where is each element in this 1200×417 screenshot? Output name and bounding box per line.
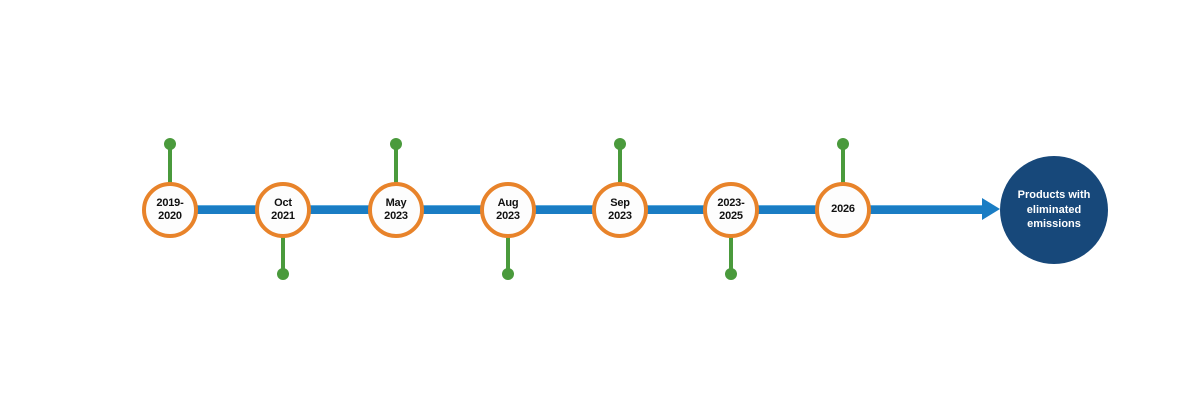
milestone-node-6[interactable]: 2023- 2025: [703, 182, 759, 238]
outcome-bubble[interactable]: Products with eliminated emissions: [1000, 156, 1108, 264]
pin-stem-icon: [168, 144, 172, 208]
milestone-marker-icon: [613, 138, 627, 208]
timeline-connector-line: [168, 205, 992, 214]
pin-stem-icon: [841, 144, 845, 208]
milestone-label: 2026: [831, 203, 855, 216]
milestone-label: 2019- 2020: [156, 196, 184, 222]
pin-stem-icon: [729, 210, 733, 274]
milestone-node-4[interactable]: Aug 2023: [480, 182, 536, 238]
milestone-label: Oct 2021: [271, 196, 295, 222]
pin-stem-icon: [394, 144, 398, 208]
milestone-node-2[interactable]: Oct 2021: [255, 182, 311, 238]
milestone-marker-icon: [389, 138, 403, 208]
timeline-arrow-icon: [982, 198, 1000, 220]
pin-stem-icon: [506, 210, 510, 274]
milestone-marker-icon: [501, 210, 515, 280]
milestone-label: Sep 2023: [608, 196, 632, 222]
milestone-marker-icon: [163, 138, 177, 208]
milestone-node-1[interactable]: 2019- 2020: [142, 182, 198, 238]
milestone-label: 2023- 2025: [717, 196, 745, 222]
milestone-label: May 2023: [384, 196, 408, 222]
pin-head-icon: [725, 268, 737, 280]
outcome-label: Products with eliminated emissions: [1017, 189, 1091, 231]
pin-stem-icon: [618, 144, 622, 208]
pin-head-icon: [277, 268, 289, 280]
milestone-node-5[interactable]: Sep 2023: [592, 182, 648, 238]
milestone-marker-icon: [276, 210, 290, 280]
milestone-node-7[interactable]: 2026: [815, 182, 871, 238]
milestone-node-3[interactable]: May 2023: [368, 182, 424, 238]
milestone-marker-icon: [724, 210, 738, 280]
pin-head-icon: [502, 268, 514, 280]
milestone-label: Aug 2023: [496, 196, 520, 222]
milestone-marker-icon: [836, 138, 850, 208]
pin-stem-icon: [281, 210, 285, 274]
